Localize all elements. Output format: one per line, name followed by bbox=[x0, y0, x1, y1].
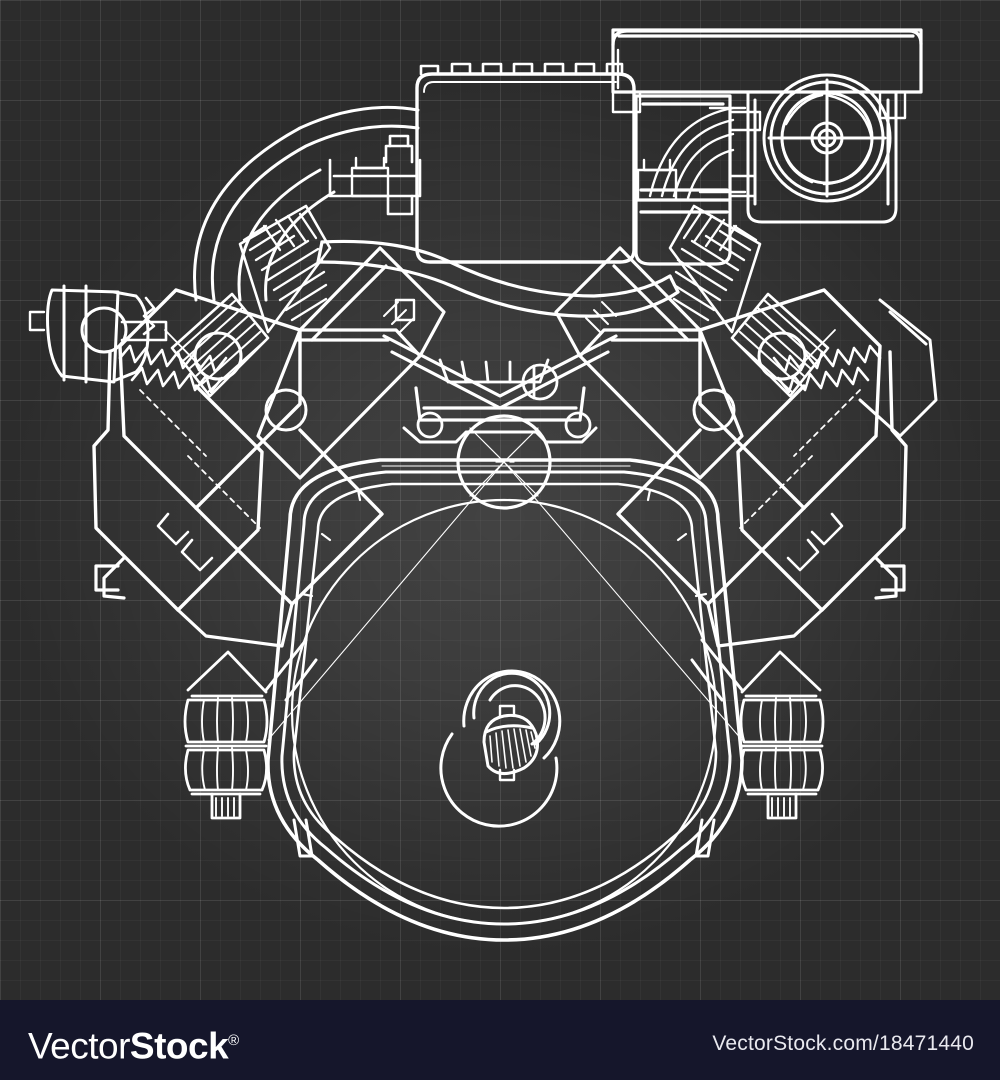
left-mount-ribs bbox=[201, 697, 249, 817]
center-lower-bracket bbox=[394, 298, 416, 322]
valve-cover-top-tabs bbox=[419, 62, 624, 76]
right-mount-support-arm bbox=[690, 638, 744, 858]
logo-text-stock: Stock bbox=[129, 1025, 229, 1067]
valley-boss-right bbox=[564, 411, 592, 439]
right-engine-mount bbox=[739, 650, 825, 820]
air-cleaner-inner-arcs bbox=[648, 106, 735, 200]
left-cylinder-bore-lower bbox=[264, 388, 308, 432]
right-inner-fitting bbox=[636, 158, 678, 202]
right-coil-spring bbox=[772, 344, 882, 394]
right-cylinder-bore-lower bbox=[692, 388, 736, 432]
valve-cover-edge-hilite bbox=[423, 81, 617, 93]
right-side-block bbox=[858, 298, 938, 438]
valve-cover bbox=[415, 72, 636, 264]
fan-shroud bbox=[746, 90, 898, 224]
bell-housing-centerlines bbox=[267, 461, 743, 741]
top-cover-plate bbox=[611, 28, 923, 94]
valley-bridge-bar bbox=[402, 426, 598, 444]
left-engine-mount bbox=[183, 650, 269, 820]
registered-trademark-icon: ® bbox=[228, 1032, 239, 1049]
cooling-fan-spokes bbox=[767, 78, 887, 198]
fan-shroud-bracket bbox=[698, 106, 747, 194]
crankshaft-hub-knurl bbox=[489, 728, 536, 769]
left-bank-lower-skirt bbox=[94, 556, 294, 648]
cooling-fan-blade-arcs bbox=[780, 93, 874, 186]
flywheel-face-circle bbox=[290, 498, 718, 926]
intake-manifold-tubes bbox=[193, 105, 420, 302]
left-bank-bolt-boss bbox=[156, 512, 214, 572]
v8-engine-blueprint-illustration bbox=[28, 28, 938, 942]
bell-housing-inner-1 bbox=[280, 470, 732, 926]
upper-crossover-manifold bbox=[316, 239, 680, 318]
crankshaft-hub-body bbox=[482, 713, 539, 775]
artwork-canvas bbox=[0, 0, 1000, 1000]
alternator-pulley-shaft bbox=[120, 320, 168, 342]
valley-pushrod-cover bbox=[438, 358, 550, 384]
right-bank-valley-panel bbox=[554, 246, 702, 358]
valley-center-circle bbox=[456, 414, 552, 510]
right-cooling-fins bbox=[672, 212, 758, 322]
logo-text-vector: Vector bbox=[28, 1025, 130, 1067]
alternator-pulley-housing bbox=[46, 284, 150, 384]
left-fin-outline bbox=[238, 204, 332, 334]
left-mount-support-arm bbox=[264, 638, 318, 858]
crankshaft-hub-key bbox=[498, 704, 516, 782]
valley-rocker-assembly bbox=[382, 334, 618, 422]
bell-housing-outer bbox=[266, 458, 744, 942]
left-upper-fitting bbox=[350, 156, 390, 198]
left-spring-hatch-block bbox=[170, 292, 270, 398]
valley-roller-right bbox=[521, 363, 559, 401]
bell-housing-rim-ticks bbox=[300, 488, 708, 598]
right-hatch-strip bbox=[585, 301, 617, 333]
left-hatch-strip bbox=[383, 301, 415, 333]
left-bank-valley-panel bbox=[298, 246, 446, 358]
intake-tube-bolt-lower bbox=[386, 194, 414, 216]
right-fin-outline bbox=[668, 204, 762, 334]
vectorstock-footer-bar: VectorStock® VectorStock.com/18471440 bbox=[0, 1000, 1000, 1080]
right-bank-lower-skirt bbox=[706, 556, 906, 648]
intake-tube-bolt-left bbox=[384, 134, 414, 164]
alternator-side-port bbox=[28, 310, 46, 332]
vectorstock-logo[interactable]: VectorStock® bbox=[28, 1022, 239, 1065]
intake-tube-collar bbox=[328, 158, 422, 198]
bell-housing-inner-2 bbox=[292, 482, 718, 910]
valley-boss-left bbox=[416, 411, 444, 439]
watermark-url: VectorStock.com/18471440 bbox=[712, 1032, 974, 1055]
left-cooling-fins bbox=[242, 212, 328, 322]
crankshaft-hub-rings bbox=[439, 669, 562, 828]
right-bank-bolt-boss bbox=[786, 512, 844, 572]
right-spring-hatch-block bbox=[730, 292, 830, 398]
right-mount-ribs bbox=[759, 697, 807, 817]
air-cleaner-housing bbox=[634, 94, 732, 266]
alternator-pulley-wheel bbox=[80, 306, 128, 354]
